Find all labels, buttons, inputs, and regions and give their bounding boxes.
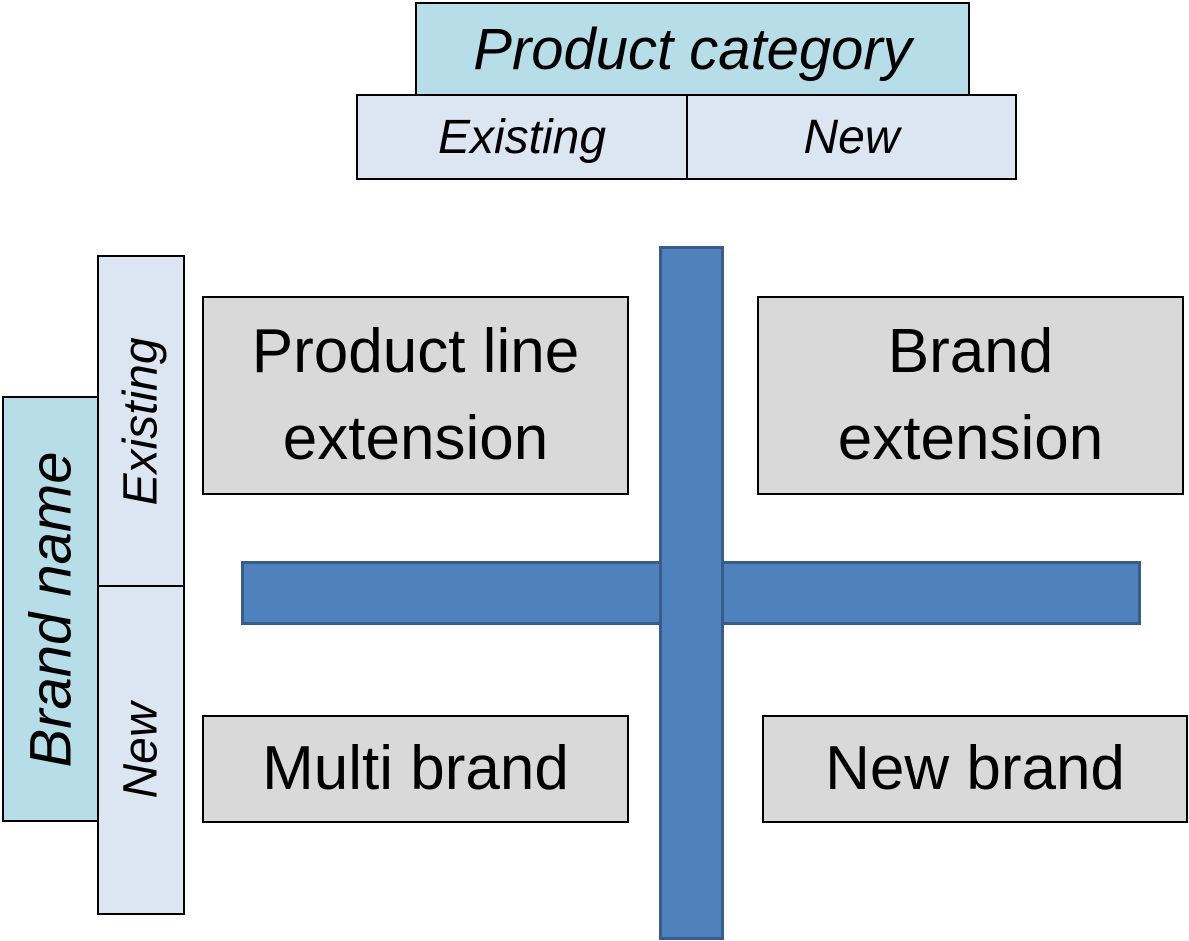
- quadrant-multi-brand: Multi brand: [202, 715, 629, 823]
- column-existing-label: Existing: [437, 110, 607, 164]
- product-category-label: Product category: [473, 16, 912, 82]
- row-existing-label: Existing: [114, 336, 168, 506]
- quadrant-brand-extension: Brand extension: [757, 296, 1184, 495]
- column-new-label: New: [803, 110, 900, 164]
- quadrant-multi-brand-label: Multi brand: [262, 733, 569, 803]
- quadrant-product-line-extension-line2: extension: [282, 403, 549, 473]
- column-new-header: New: [686, 94, 1017, 180]
- column-existing-header: Existing: [356, 94, 688, 180]
- quadrant-product-line-extension: Product line extension: [202, 296, 629, 495]
- brand-name-header: Brand name: [2, 396, 100, 822]
- brand-name-label: Brand name: [18, 451, 84, 767]
- quadrant-new-brand-label: New brand: [825, 733, 1125, 803]
- quadrant-product-line-extension-line1: Product line: [251, 316, 580, 386]
- row-new-label: New: [114, 701, 168, 799]
- product-category-header: Product category: [415, 2, 970, 96]
- quadrant-new-brand: New brand: [762, 715, 1188, 823]
- quadrant-brand-extension-line2: extension: [837, 403, 1104, 473]
- cross-center: [662, 564, 721, 622]
- row-existing-header: Existing: [97, 255, 185, 587]
- quadrant-brand-extension-line1: Brand: [887, 316, 1054, 386]
- row-new-header: New: [97, 585, 185, 915]
